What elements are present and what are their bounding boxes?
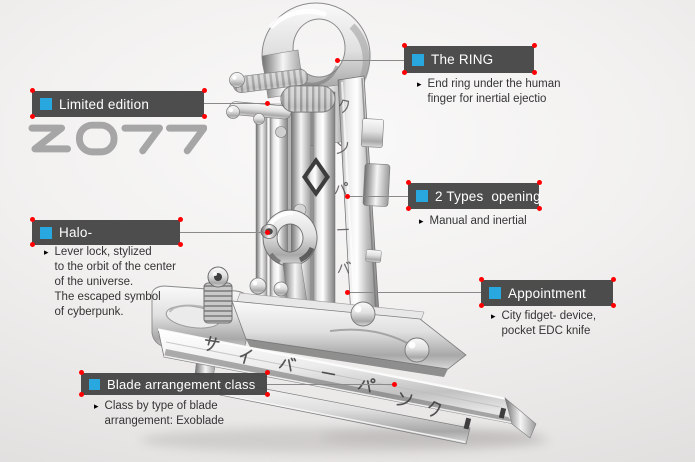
corner-dot bbox=[30, 114, 35, 119]
leader-line bbox=[338, 60, 404, 61]
anchor-dot bbox=[392, 382, 397, 387]
corner-dot bbox=[202, 88, 207, 93]
leader-line bbox=[204, 103, 268, 104]
accent-square-icon bbox=[40, 226, 52, 239]
corner-dot bbox=[611, 303, 616, 308]
spring-vertical bbox=[203, 266, 233, 324]
bullet-icon: ▸ bbox=[44, 248, 49, 258]
callout-label: Limited edition bbox=[59, 96, 150, 112]
bullet-icon: ▸ bbox=[419, 217, 424, 227]
callout-label: Halo- bbox=[59, 225, 93, 240]
corner-dot bbox=[402, 43, 407, 48]
rail bbox=[334, 75, 391, 337]
blade-tip bbox=[504, 397, 537, 439]
corner-dot bbox=[406, 206, 411, 211]
callout-description: ▸ City fidget- device, pocket EDC knife bbox=[491, 310, 597, 337]
year-mark: 2077 bbox=[27, 119, 208, 159]
corner-dot bbox=[178, 217, 183, 222]
diamond-cutout bbox=[302, 157, 330, 197]
spring-horizontal bbox=[280, 85, 336, 113]
leader-line bbox=[348, 292, 481, 293]
dome-screws bbox=[249, 277, 430, 363]
corner-dot bbox=[265, 392, 270, 397]
corner-dot bbox=[30, 242, 35, 247]
label-box-halo: Halo- bbox=[30, 217, 183, 247]
halo-lever bbox=[260, 209, 318, 307]
label-box-blade-arrangement: Blade arrangement class bbox=[79, 370, 270, 397]
corner-dot bbox=[30, 88, 35, 93]
accent-square-icon bbox=[412, 53, 424, 66]
rail-engraving bbox=[334, 99, 351, 274]
accent-square-icon bbox=[40, 98, 52, 110]
corner-dot bbox=[406, 180, 411, 185]
corner-dot bbox=[537, 180, 542, 185]
anchor-dot bbox=[265, 230, 270, 235]
callout-description: ▸ Lever lock, stylized to the orbit of t… bbox=[44, 246, 176, 318]
label-box-appointment: Appointment bbox=[479, 277, 616, 308]
knurled-pins bbox=[226, 68, 309, 125]
anchor-dot bbox=[335, 58, 340, 63]
corner-dot bbox=[537, 206, 542, 211]
bullet-icon: ▸ bbox=[94, 402, 99, 412]
anchor-dot bbox=[345, 194, 350, 199]
corner-dot bbox=[532, 43, 537, 48]
corner-dot bbox=[479, 277, 484, 282]
callout-label: The RING bbox=[431, 52, 494, 67]
callout-label: 2 Types opening bbox=[435, 188, 541, 204]
corner-dot bbox=[79, 392, 84, 397]
leader-line bbox=[348, 196, 408, 197]
bullet-icon: ▸ bbox=[417, 80, 422, 90]
support-bar bbox=[194, 356, 471, 445]
accent-square-icon bbox=[489, 287, 501, 299]
corner-dot bbox=[30, 217, 35, 222]
corner-dot bbox=[178, 242, 183, 247]
blade bbox=[157, 328, 537, 439]
corner-dot bbox=[611, 277, 616, 282]
year-2077-glyphs bbox=[28, 121, 208, 156]
accent-square-icon bbox=[416, 190, 428, 202]
callout-label: Blade arrangement class bbox=[107, 376, 256, 392]
corner-dot bbox=[202, 114, 207, 119]
label-box-2-types: 2 Types opening bbox=[406, 180, 542, 211]
corner-dot bbox=[402, 70, 407, 75]
leader-line bbox=[267, 384, 395, 385]
corner-dot bbox=[479, 303, 484, 308]
floor-shadow bbox=[140, 427, 550, 453]
callout-description: ▸ Manual and inertial bbox=[419, 214, 527, 230]
corner-dot bbox=[532, 70, 537, 75]
corner-dot bbox=[265, 370, 270, 375]
anchor-dot bbox=[265, 101, 270, 106]
corner-dot bbox=[79, 370, 84, 375]
callout-description: ▸ Class by type of blade arrangement: Ex… bbox=[94, 400, 225, 427]
callout-label: Appointment bbox=[508, 285, 586, 301]
accent-square-icon bbox=[89, 378, 100, 390]
anchor-dot bbox=[345, 290, 350, 295]
label-box-limited-edition: Limited edition bbox=[30, 88, 207, 119]
callout-description: ▸ End ring under the human finger for in… bbox=[417, 78, 561, 105]
label-box-the-ring: The RING bbox=[402, 43, 537, 75]
blade-engraving bbox=[204, 335, 442, 417]
bullet-icon: ▸ bbox=[491, 312, 496, 322]
leader-line bbox=[180, 232, 268, 233]
